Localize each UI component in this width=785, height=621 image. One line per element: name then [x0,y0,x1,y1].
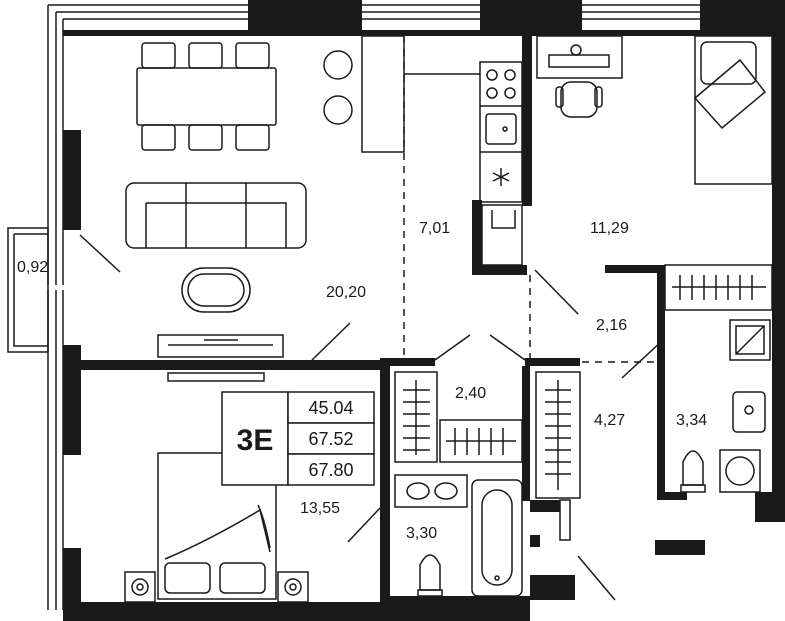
room-area-shower: 3,34 [676,412,707,429]
apartment-summary: 3E 45.04 67.52 67.80 [221,391,375,486]
room-area-bathroom: 3,30 [406,525,437,542]
dining-table [136,42,353,151]
sofa-and-table [125,182,307,382]
bedroom-two-furniture [124,452,309,603]
door-swings [79,234,664,601]
room-area-bedroom-one: 11,29 [590,220,629,237]
kitchen-units [361,35,523,266]
room-area-living: 20,20 [326,284,366,301]
room-area-closet: 2,40 [455,385,486,402]
area-total: 67.52 [308,429,353,449]
room-area-kitchen: 7,01 [419,220,450,237]
area-living: 45.04 [308,398,353,418]
room-area-wardrobe: 2,16 [596,317,627,334]
room-labels: 20,20 0,92 7,01 11,29 13,55 2,40 2,16 4,… [17,220,707,542]
apartment-type: 3E [237,424,274,457]
outer-window-frames [7,4,700,610]
bathroom-fixtures [394,319,771,597]
room-area-balcony: 0,92 [17,259,48,276]
room-area-hall: 4,27 [594,412,625,429]
wardrobes [394,264,773,499]
room-area-bedroom-two: 13,55 [300,500,340,517]
area-total-with-balcony: 67.80 [308,460,353,480]
walls [63,0,785,621]
bedroom-one-furniture [536,35,773,185]
